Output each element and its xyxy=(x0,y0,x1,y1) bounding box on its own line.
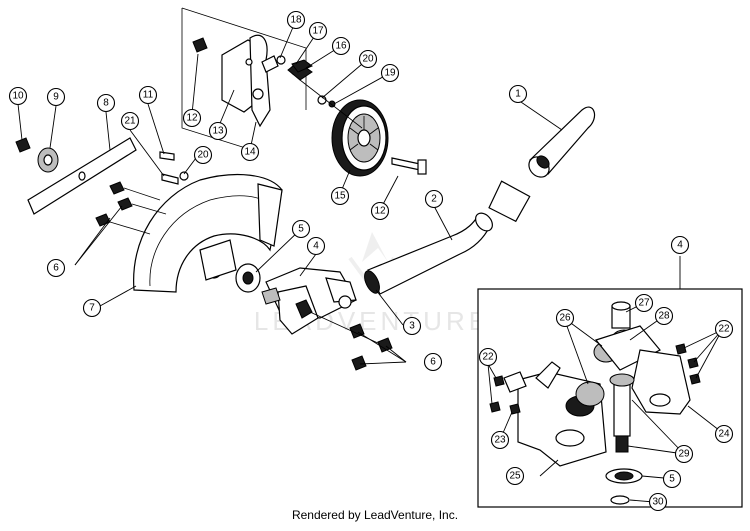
wheel-group xyxy=(299,79,427,177)
callout-16: 16 xyxy=(331,36,351,56)
callout-detail-22a: 22 xyxy=(478,347,498,367)
blade-guard-group xyxy=(95,173,283,293)
svg-text:5: 5 xyxy=(298,224,304,235)
svg-text:4: 4 xyxy=(313,241,319,252)
svg-text:7: 7 xyxy=(89,303,95,314)
svg-text:12: 12 xyxy=(186,113,198,124)
blade-group xyxy=(15,137,189,215)
callout-detail-23: 23 xyxy=(490,430,510,450)
svg-text:6: 6 xyxy=(430,357,436,368)
svg-text:18: 18 xyxy=(290,15,302,26)
svg-text:24: 24 xyxy=(718,429,730,440)
svg-text:20: 20 xyxy=(362,54,374,65)
svg-text:6: 6 xyxy=(53,263,59,274)
callout-20b: 20 xyxy=(193,145,213,165)
callout-detail-30: 30 xyxy=(648,492,668,512)
callouts: 1 2 3 4 5 6 6 7 8 9 10 11 12 12 13 14 15… xyxy=(8,10,734,512)
gearbox-group xyxy=(235,263,393,371)
callout-11: 11 xyxy=(138,85,158,105)
svg-text:23: 23 xyxy=(494,435,506,446)
callout-12a: 12 xyxy=(182,108,202,128)
callout-5: 5 xyxy=(291,219,311,239)
svg-text:22: 22 xyxy=(718,324,730,335)
svg-text:17: 17 xyxy=(312,26,324,37)
callout-detail-22b: 22 xyxy=(714,319,734,339)
callout-18: 18 xyxy=(286,10,306,30)
callout-3: 3 xyxy=(402,316,422,336)
callout-detail-24: 24 xyxy=(714,424,734,444)
svg-text:12: 12 xyxy=(374,206,386,217)
callout-20a: 20 xyxy=(358,49,378,69)
callout-detail-5: 5 xyxy=(662,469,682,489)
callout-13: 13 xyxy=(208,121,228,141)
leader-lines xyxy=(17,19,725,503)
callout-detail-29: 29 xyxy=(674,444,694,464)
callout-8: 8 xyxy=(96,93,116,113)
svg-text:28: 28 xyxy=(658,311,670,322)
callout-2: 2 xyxy=(424,189,444,209)
svg-text:21: 21 xyxy=(124,116,136,127)
callout-17: 17 xyxy=(308,21,328,41)
callout-15: 15 xyxy=(330,186,350,206)
svg-text:1: 1 xyxy=(515,89,521,100)
svg-text:4: 4 xyxy=(677,240,683,251)
svg-text:10: 10 xyxy=(12,91,24,102)
callout-detail-25: 25 xyxy=(505,466,525,486)
callout-7: 7 xyxy=(82,298,102,318)
svg-text:5: 5 xyxy=(669,474,675,485)
callout-1: 1 xyxy=(508,84,528,104)
svg-text:14: 14 xyxy=(244,147,256,158)
callout-4: 4 xyxy=(306,236,326,256)
callout-detail-28: 28 xyxy=(654,306,674,326)
callout-10: 10 xyxy=(8,86,28,106)
svg-text:19: 19 xyxy=(384,68,396,79)
svg-text:13: 13 xyxy=(212,126,224,137)
svg-text:25: 25 xyxy=(509,471,521,482)
svg-text:2: 2 xyxy=(431,194,437,205)
svg-text:20: 20 xyxy=(197,150,209,161)
svg-text:22: 22 xyxy=(482,352,494,363)
svg-text:3: 3 xyxy=(409,321,415,332)
handle-tube-group xyxy=(364,106,596,295)
svg-text:27: 27 xyxy=(638,298,650,309)
callout-detail-26: 26 xyxy=(555,308,575,328)
callout-19: 19 xyxy=(380,63,400,83)
callout-6b: 6 xyxy=(423,352,443,372)
svg-text:16: 16 xyxy=(335,41,347,52)
svg-text:15: 15 xyxy=(334,191,346,202)
svg-text:11: 11 xyxy=(143,90,154,101)
svg-text:8: 8 xyxy=(103,98,109,109)
callout-12b: 12 xyxy=(370,201,390,221)
callout-14: 14 xyxy=(240,142,260,162)
callout-detail-27: 27 xyxy=(634,293,654,313)
callout-6a: 6 xyxy=(46,258,66,278)
svg-text:26: 26 xyxy=(559,313,571,324)
callout-21: 21 xyxy=(120,111,140,131)
svg-text:29: 29 xyxy=(678,449,690,460)
callout-detail-4: 4 xyxy=(670,235,690,255)
footer-credit: Rendered by LeadVenture, Inc. xyxy=(291,508,459,522)
callout-9: 9 xyxy=(46,87,66,107)
svg-text:9: 9 xyxy=(53,92,59,103)
svg-text:30: 30 xyxy=(652,497,664,508)
